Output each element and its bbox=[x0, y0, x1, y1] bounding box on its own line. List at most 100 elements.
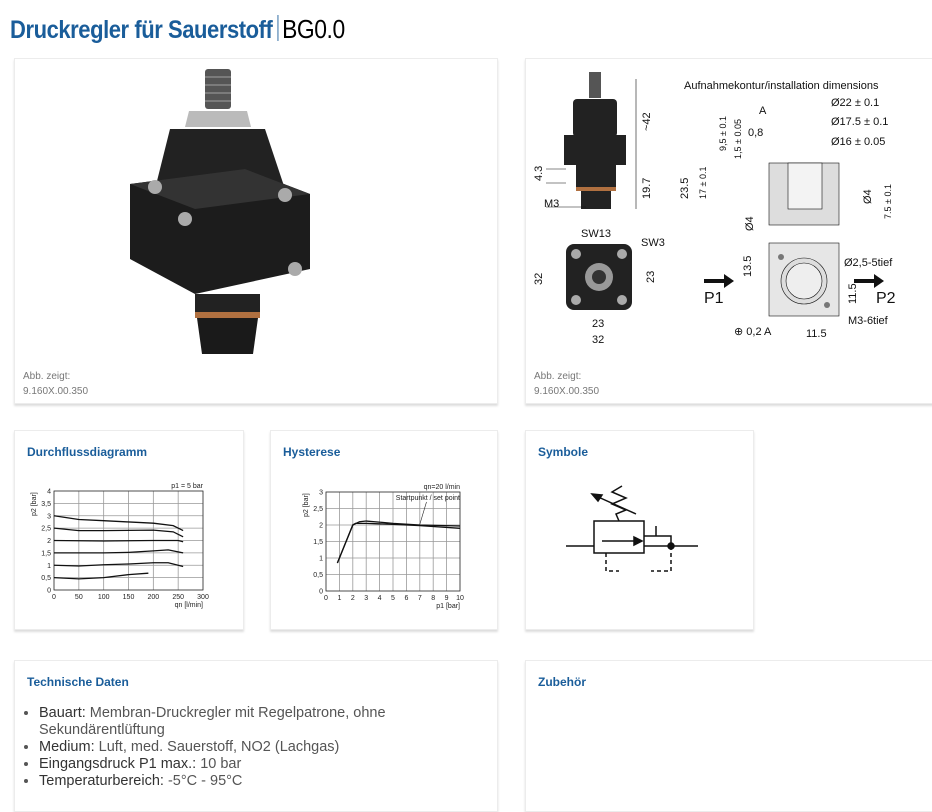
dim-23-h: 23 bbox=[592, 318, 604, 330]
x-tick-label: 9 bbox=[445, 595, 449, 602]
technical-data-card: Technische Daten Bauart: Membran-Druckre… bbox=[14, 660, 498, 812]
y-tick-label: 1 bbox=[319, 556, 323, 563]
caption-part-number: 9.160X.00.350 bbox=[534, 386, 600, 397]
spec-item: Medium: Luft, med. Sauerstoff, NO2 (Lach… bbox=[39, 739, 459, 756]
x-tick-label: 8 bbox=[431, 595, 435, 602]
dim-d17-5: Ø17.5 ± 0.1 bbox=[831, 116, 888, 128]
accessories-card: Zubehör bbox=[525, 660, 932, 812]
y-tick-label: 3 bbox=[47, 513, 51, 520]
y-tick-label: 4 bbox=[47, 489, 51, 496]
series-line-1-5 bbox=[54, 549, 184, 554]
x-tick-label: 200 bbox=[147, 594, 159, 601]
spec-item: Eingangsdruck P1 max.: 10 bar bbox=[39, 756, 459, 773]
dim-m3: M3 bbox=[544, 198, 559, 210]
spec-key: Medium: bbox=[39, 739, 95, 755]
x-tick-label: 250 bbox=[172, 594, 184, 601]
dim-hole: Ø2,5-5tief bbox=[844, 257, 893, 269]
spec-value: Luft, med. Sauerstoff, NO2 (Lachgas) bbox=[94, 739, 340, 755]
dim-sw3: SW3 bbox=[641, 237, 665, 249]
x-tick-label: 300 bbox=[197, 594, 209, 601]
dim-0-8: 0,8 bbox=[748, 127, 763, 139]
dim-17: 17 ± 0.1 bbox=[698, 167, 708, 199]
spec-value: Membran-Druckregler mit Regelpatrone, oh… bbox=[39, 705, 386, 738]
y-tick-label: 2,5 bbox=[41, 526, 51, 533]
x-axis-label: qn [l/min] bbox=[175, 602, 203, 609]
y-tick-label: 2 bbox=[47, 538, 51, 545]
y-axis-label: p2 [bar] bbox=[31, 492, 38, 516]
spec-key: Eingangsdruck P1 max.: bbox=[39, 756, 197, 772]
dim-1-5: 1,5 ± 0.05 bbox=[733, 119, 743, 159]
set-point-leader bbox=[419, 501, 427, 525]
dim-7-5: 7.5 ± 0.1 bbox=[883, 184, 893, 219]
x-tick-label: 3 bbox=[364, 595, 368, 602]
pressure-regulator-symbol bbox=[566, 485, 698, 572]
chart-annotation: p1 = 5 bar bbox=[171, 483, 203, 490]
dim-11-5-v: 11.5 bbox=[847, 283, 859, 304]
x-tick-label: 5 bbox=[391, 595, 395, 602]
dim-23-v: 23 bbox=[645, 271, 657, 283]
y-tick-label: 2,5 bbox=[313, 506, 323, 513]
y-tick-label: 0 bbox=[319, 589, 323, 596]
x-tick-label: 0 bbox=[52, 594, 56, 601]
plot-frame bbox=[325, 491, 461, 592]
dim-42: ~42 bbox=[641, 112, 653, 131]
technical-data-list: Bauart: Membran-Druckregler mit Regelpat… bbox=[25, 705, 459, 790]
set-point-annotation: Startpunkt / set point bbox=[396, 495, 460, 502]
dim-m3-thread: M3-6tief bbox=[848, 315, 889, 327]
title-divider bbox=[277, 15, 279, 41]
product-code: BG0.0 bbox=[282, 14, 345, 44]
product-photo[interactable] bbox=[125, 69, 325, 359]
spec-item: Bauart: Membran-Druckregler mit Regelpat… bbox=[39, 705, 459, 739]
symbol-heading: Symbole bbox=[538, 445, 589, 459]
x-tick-label: 0 bbox=[324, 595, 328, 602]
chart-annotation: qn=20 l/min bbox=[424, 484, 460, 491]
dim-9-5: 9,5 ± 0.1 bbox=[718, 116, 728, 151]
y-tick-label: 1 bbox=[47, 563, 51, 570]
x-tick-label: 2 bbox=[351, 595, 355, 602]
spec-key: Temperaturbereich: bbox=[39, 773, 164, 789]
technical-drawing-card: ~42 19.7 4.3 M3 SW13 SW3 32 23 23 32 Auf… bbox=[525, 58, 932, 404]
title-text: Druckregler für Sauerstoff bbox=[10, 16, 273, 44]
dim-d4-a: Ø4 bbox=[744, 216, 756, 231]
technical-drawing[interactable]: ~42 19.7 4.3 M3 SW13 SW3 32 23 23 32 Auf… bbox=[526, 59, 932, 359]
x-axis-label: p1 [bar] bbox=[436, 603, 460, 610]
spec-value: -5°C - 95°C bbox=[163, 773, 243, 789]
y-tick-label: 0 bbox=[47, 588, 51, 595]
dim-d4-b: Ø4 bbox=[862, 189, 874, 204]
technical-data-heading: Technische Daten bbox=[27, 675, 129, 689]
spec-item: Temperaturbereich: -5°C - 95°C bbox=[39, 773, 459, 790]
y-axis-label: p2 [bar] bbox=[303, 493, 310, 517]
dim-4-3: 4.3 bbox=[533, 166, 545, 181]
dim-d22: Ø22 ± 0.1 bbox=[831, 97, 879, 109]
series-line-3-0 bbox=[53, 515, 184, 532]
series-line-2-5 bbox=[53, 527, 184, 538]
drawing-caption: Abb. zeigt:9.160X.00.350 bbox=[534, 369, 599, 399]
x-tick-label: 6 bbox=[404, 595, 408, 602]
x-tick-label: 150 bbox=[123, 594, 135, 601]
spec-key: Bauart: bbox=[39, 705, 86, 721]
y-tick-label: 0,5 bbox=[41, 575, 51, 582]
datum-a: A bbox=[759, 105, 767, 117]
port-p1: P1 bbox=[704, 290, 724, 307]
page-title: Druckregler für Sauerstoff BG0.0 bbox=[10, 14, 345, 45]
accessories-heading: Zubehör bbox=[538, 675, 586, 689]
x-tick-label: 1 bbox=[337, 595, 341, 602]
hysteresis-heading: Hysterese bbox=[283, 445, 341, 459]
product-photo-card: Abb. zeigt:9.160X.00.350 bbox=[14, 58, 498, 404]
y-tick-label: 3 bbox=[319, 490, 323, 497]
dim-19-7: 19.7 bbox=[641, 178, 653, 199]
series-line-1-0 bbox=[53, 562, 184, 568]
y-tick-label: 0,5 bbox=[313, 572, 323, 579]
symbol-card: Symbole bbox=[525, 430, 754, 630]
port-p2: P2 bbox=[876, 290, 896, 307]
spec-value: 10 bar bbox=[196, 756, 242, 772]
dim-32-h: 32 bbox=[592, 334, 604, 346]
caption-label: Abb. zeigt: bbox=[23, 371, 71, 382]
y-tick-label: 3,5 bbox=[41, 501, 51, 508]
series-line-2-0 bbox=[53, 539, 184, 543]
x-tick-label: 7 bbox=[418, 595, 422, 602]
